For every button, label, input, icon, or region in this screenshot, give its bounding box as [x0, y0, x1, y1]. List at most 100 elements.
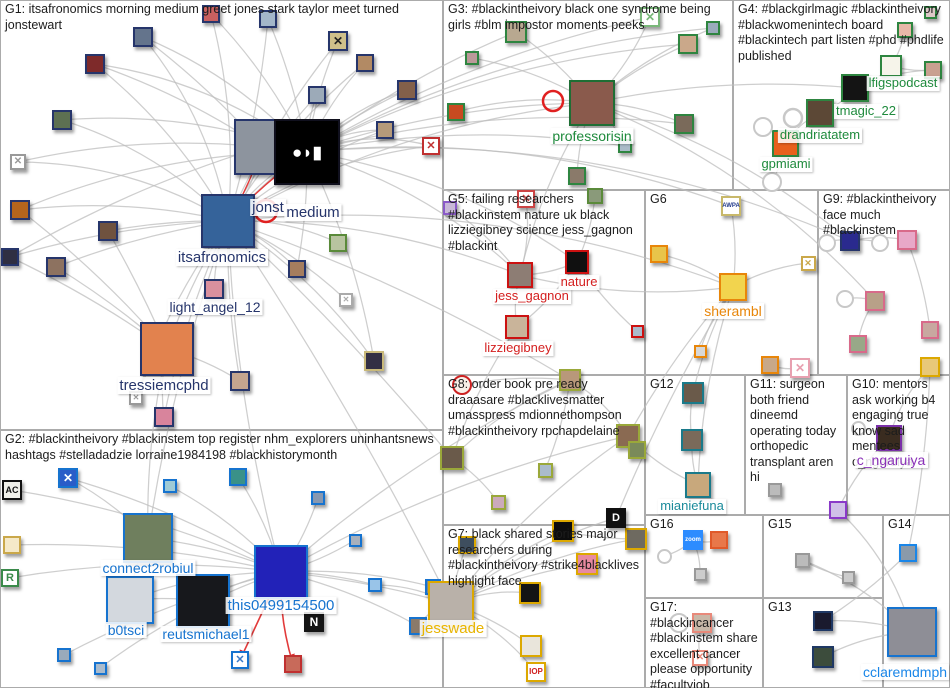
node-avatar[interactable]: [818, 234, 836, 252]
node-avatar[interactable]: [57, 648, 71, 662]
node-avatar[interactable]: [587, 188, 603, 204]
node-this0499154500[interactable]: [254, 545, 308, 599]
node-avatar[interactable]: [537, 462, 553, 478]
node-sherambl[interactable]: [719, 273, 747, 301]
node-cclaremdmph[interactable]: [887, 607, 937, 657]
node-avatar[interactable]: [840, 231, 860, 251]
node-avatar[interactable]: [259, 10, 277, 28]
node-avatar[interactable]: IOP: [526, 662, 546, 682]
node-avatar[interactable]: [761, 356, 779, 374]
node-reutsmichael1[interactable]: [176, 574, 230, 628]
node-avatar[interactable]: [447, 103, 465, 121]
node-avatar[interactable]: ✕: [640, 7, 660, 27]
node-avatar[interactable]: [920, 357, 940, 377]
node-avatar[interactable]: N: [304, 612, 324, 632]
node-avatar[interactable]: D: [606, 508, 626, 528]
node-c-ngaruiya[interactable]: [876, 425, 902, 451]
node-avatar[interactable]: [465, 51, 479, 65]
node-itsafronomics[interactable]: [201, 194, 255, 248]
node-avatar[interactable]: [841, 570, 855, 584]
node-avatar[interactable]: [625, 528, 647, 550]
node-avatar[interactable]: [692, 613, 712, 633]
node-avatar[interactable]: [93, 661, 107, 675]
node-avatar[interactable]: [308, 86, 326, 104]
node-avatar[interactable]: [288, 260, 306, 278]
node-avatar[interactable]: ✕: [58, 468, 78, 488]
node-avatar[interactable]: [897, 22, 913, 38]
node-avatar[interactable]: [1, 248, 19, 266]
node-avatar[interactable]: [630, 324, 644, 338]
node-avatar[interactable]: [681, 429, 703, 451]
node-avatar[interactable]: [520, 635, 542, 657]
node-avatar[interactable]: [46, 257, 66, 277]
node-avatar[interactable]: [794, 552, 810, 568]
node-avatar[interactable]: [813, 611, 833, 631]
node-avatar[interactable]: [674, 114, 694, 134]
node-avatar[interactable]: [559, 369, 581, 391]
node-professorisin[interactable]: [569, 80, 615, 126]
node-avatar[interactable]: [376, 121, 394, 139]
node-avatar[interactable]: [628, 441, 646, 459]
node-avatar[interactable]: [98, 221, 118, 241]
node-avatar[interactable]: [443, 201, 457, 215]
node-avatar[interactable]: [284, 655, 302, 673]
node-avatar[interactable]: [329, 234, 347, 252]
node-avatar[interactable]: [154, 407, 174, 427]
node-avatar[interactable]: [576, 553, 598, 575]
node-avatar[interactable]: [311, 491, 325, 505]
node-avatar[interactable]: [899, 544, 917, 562]
node-avatar[interactable]: [133, 27, 153, 47]
node-avatar[interactable]: AC: [2, 480, 22, 500]
node-b0tsci[interactable]: [106, 576, 154, 624]
node-avatar[interactable]: [849, 335, 867, 353]
node-avatar[interactable]: [669, 613, 689, 633]
node-avatar[interactable]: [552, 520, 574, 542]
node-avatar[interactable]: R: [1, 569, 19, 587]
node-avatar[interactable]: [682, 382, 704, 404]
node-mianiefuna[interactable]: [685, 472, 711, 498]
node-drandriatatem[interactable]: [806, 99, 834, 127]
node-avatar[interactable]: [923, 5, 937, 19]
node-avatar[interactable]: [871, 234, 889, 252]
node-avatar[interactable]: ✕: [790, 358, 810, 378]
node-avatar[interactable]: [753, 117, 773, 137]
node-jess-gagnon[interactable]: [507, 262, 533, 288]
node-avatar[interactable]: [812, 646, 834, 668]
node-avatar[interactable]: [656, 548, 672, 564]
node-avatar[interactable]: [85, 54, 105, 74]
node-tressiemcphd[interactable]: [140, 322, 194, 376]
node-avatar[interactable]: [10, 200, 30, 220]
node-avatar[interactable]: [52, 110, 72, 130]
node-avatar[interactable]: ✕: [422, 137, 440, 155]
node-avatar[interactable]: [397, 80, 417, 100]
node-avatar[interactable]: [865, 291, 885, 311]
node-avatar[interactable]: [230, 371, 250, 391]
node-nature[interactable]: [565, 250, 589, 274]
node-avatar[interactable]: [3, 536, 21, 554]
node-avatar[interactable]: zoom: [683, 530, 703, 550]
node-avatar[interactable]: [440, 446, 464, 470]
node-avatar[interactable]: [762, 172, 782, 192]
node-avatar[interactable]: [850, 420, 866, 436]
node-avatar[interactable]: ✕: [10, 154, 26, 170]
node-lizziegibney[interactable]: [505, 315, 529, 339]
node-avatar[interactable]: AWPA: [721, 196, 741, 216]
node-avatar[interactable]: ✕: [339, 293, 353, 307]
node-avatar[interactable]: [693, 344, 707, 358]
node-avatar[interactable]: [364, 351, 384, 371]
node-avatar[interactable]: [202, 5, 220, 23]
node-tmagic-22[interactable]: [841, 74, 869, 102]
node-avatar[interactable]: [452, 375, 472, 395]
node-avatar[interactable]: [921, 321, 939, 339]
node-avatar[interactable]: [229, 468, 247, 486]
node-lfigspodcast[interactable]: [880, 55, 902, 77]
node-light-angel-12[interactable]: [204, 279, 224, 299]
node-avatar[interactable]: ✕: [231, 651, 249, 669]
node-avatar[interactable]: [678, 34, 698, 54]
node-avatar[interactable]: [490, 494, 506, 510]
node-avatar[interactable]: [650, 245, 668, 263]
node-avatar[interactable]: [693, 567, 707, 581]
node-avatar[interactable]: [505, 21, 527, 43]
node-avatar[interactable]: [458, 536, 476, 554]
node-medium[interactable]: ●◗▮: [274, 119, 340, 185]
